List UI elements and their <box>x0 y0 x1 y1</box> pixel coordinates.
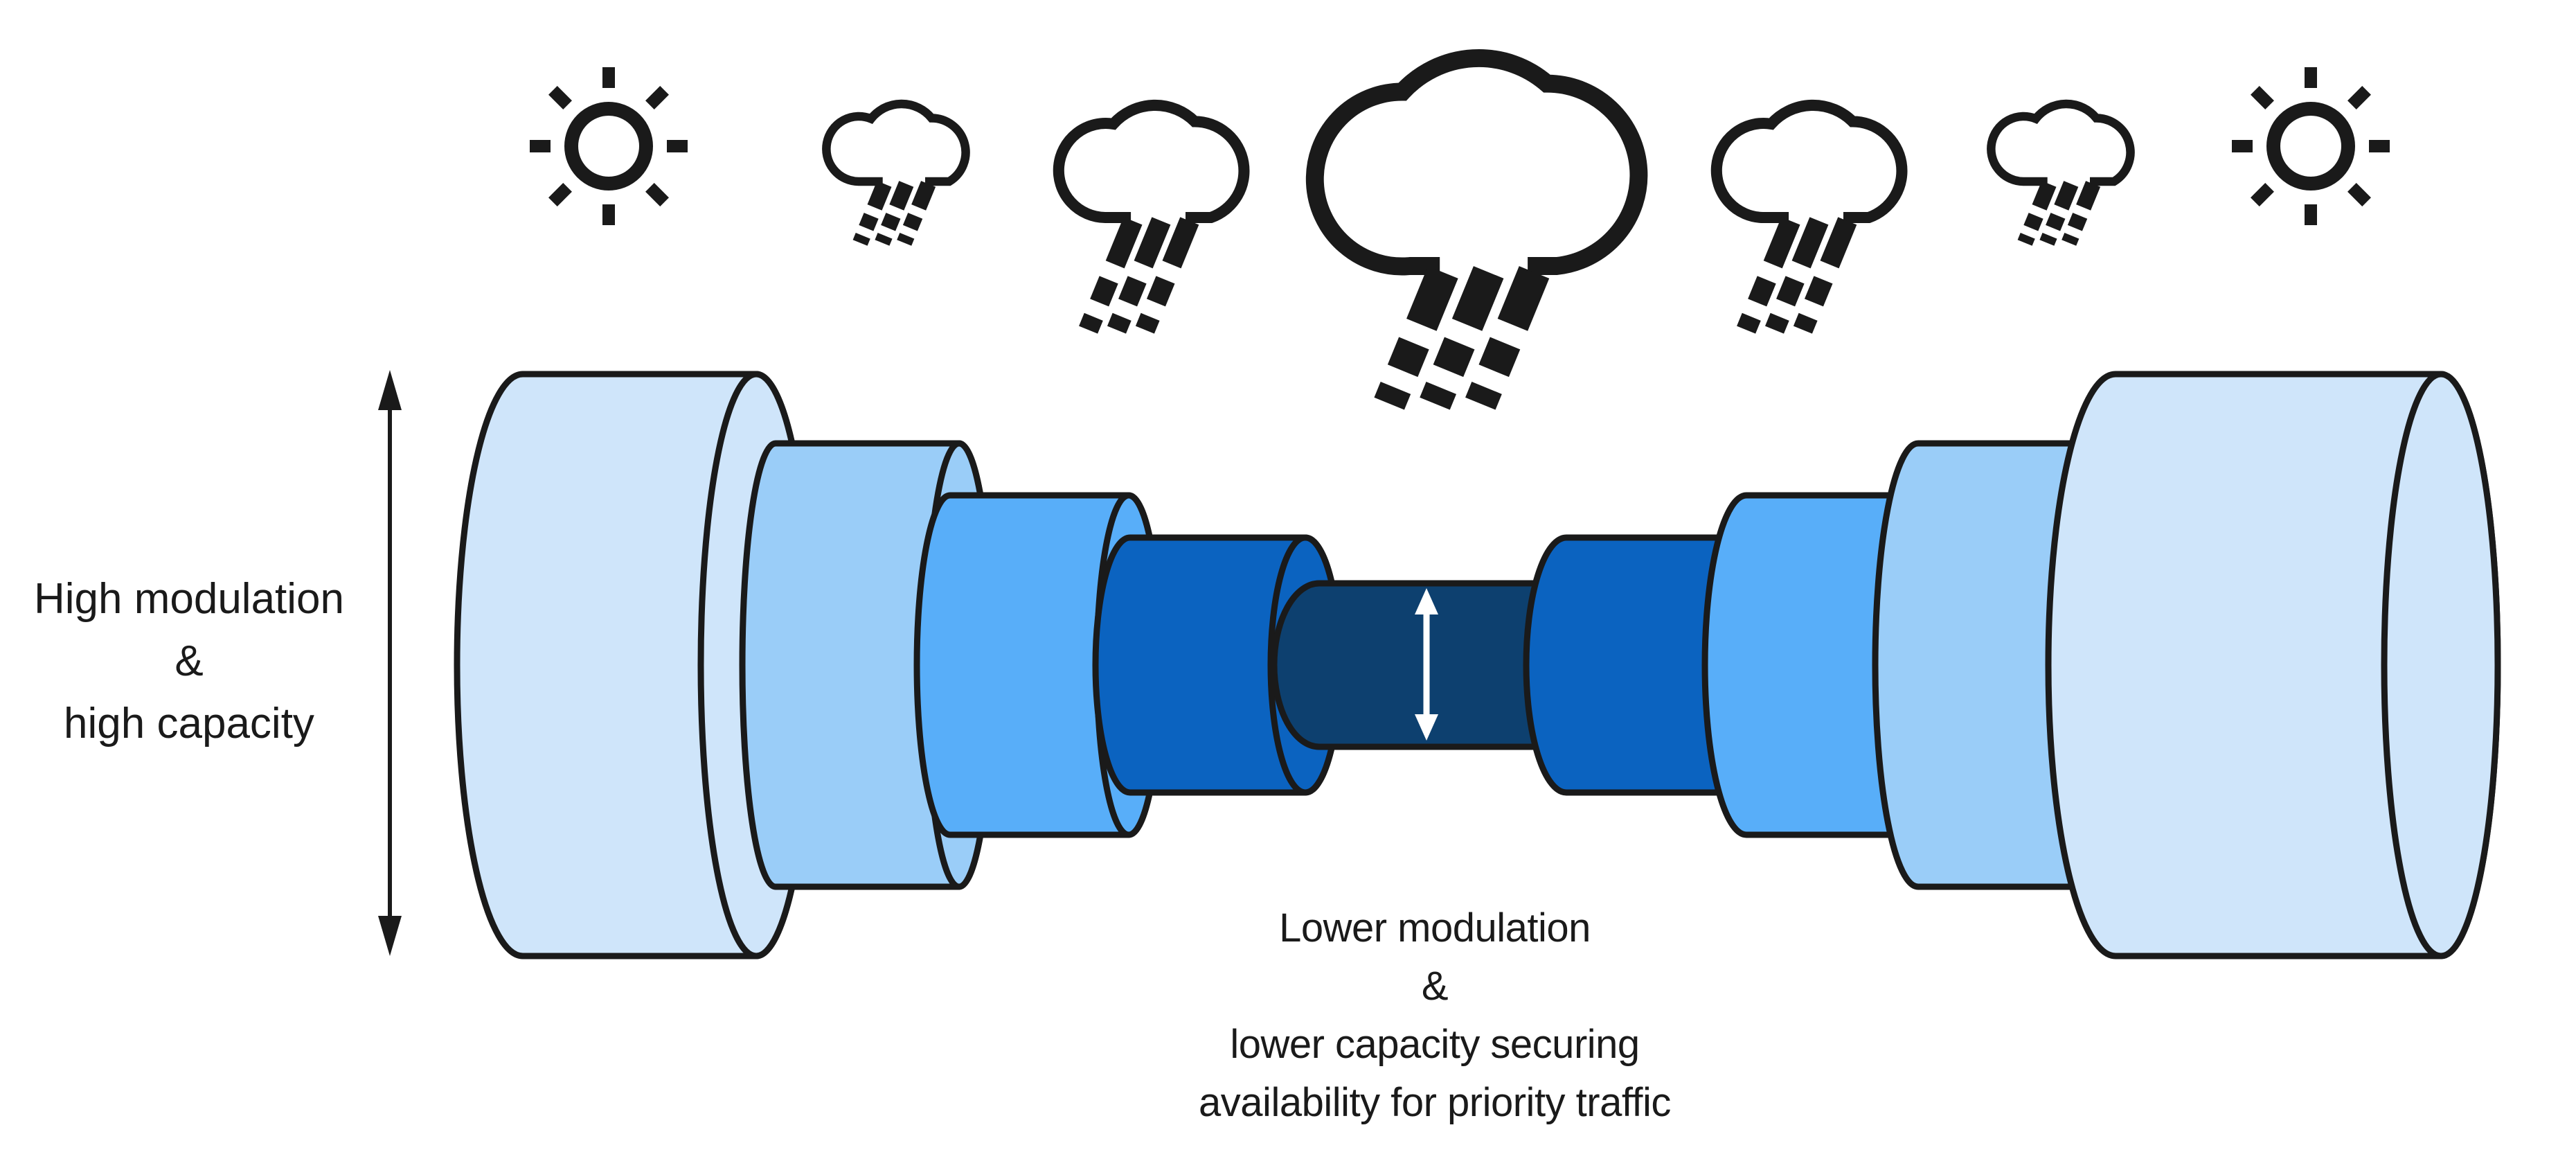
rain-icon <box>1374 266 1458 410</box>
cloud-outline <box>1305 49 1648 276</box>
rain-cloud-large-icon <box>1305 49 1648 410</box>
sun-ray <box>2347 183 2371 206</box>
rain-icon <box>2039 181 2079 246</box>
sun-ray <box>2251 86 2274 109</box>
label-line: & <box>1421 964 1449 1009</box>
sun-core <box>2266 102 2355 191</box>
capacity-range-arrow <box>378 370 402 956</box>
rain-cloud-medium-icon <box>1710 99 1908 334</box>
sun-icon <box>530 67 688 225</box>
sun-ray <box>2347 86 2371 109</box>
label-line: Lower modulation <box>1279 905 1591 950</box>
label-line: high capacity <box>64 700 314 748</box>
arrow-head-down <box>378 916 402 956</box>
rain-icon <box>852 181 892 246</box>
rain-icon <box>1764 217 1829 334</box>
rain-icon <box>1793 217 1857 334</box>
rain-icon <box>1107 217 1171 334</box>
cloud-outline <box>1053 99 1250 224</box>
label-line: High modulation <box>33 575 345 623</box>
rain-icon <box>1079 217 1143 334</box>
sun-ray <box>2251 183 2274 206</box>
rain-cloud-small-icon <box>1987 99 2135 246</box>
cloud-outline <box>1987 99 2135 186</box>
sun-ray <box>548 86 572 109</box>
label-line: availability for priority traffic <box>1199 1080 1671 1125</box>
sun-icon <box>2232 67 2390 225</box>
sun-ray <box>645 86 669 109</box>
cloud-outline <box>1710 99 1908 224</box>
cloud-outline <box>822 99 970 186</box>
lower-modulation-label: Lower modulation & lower capacity securi… <box>1106 899 1764 1132</box>
arrow-head-up <box>378 370 402 410</box>
cylinder-cap <box>2381 371 2501 959</box>
sun-core <box>564 102 653 191</box>
cylinder-lightest <box>2045 371 2501 959</box>
rain-cloud-small-icon <box>822 99 970 246</box>
rain-icon <box>1135 217 1199 334</box>
rain-icon <box>1465 266 1550 410</box>
rain-icon <box>1737 217 1800 334</box>
rain-icon <box>897 181 936 246</box>
arrow-head-down <box>1415 714 1438 741</box>
label-line: lower capacity securing <box>1230 1022 1640 1067</box>
cylinder-stack <box>454 371 2501 959</box>
reduced-capacity-arrow <box>1415 588 1438 741</box>
arrow-head-up <box>1415 588 1438 614</box>
sun-ray <box>548 183 572 206</box>
high-modulation-label: High modulation & high capacity <box>0 568 378 755</box>
label-line: & <box>175 637 204 685</box>
rain-icon <box>2017 181 2057 246</box>
sun-ray <box>645 183 669 206</box>
rain-icon <box>875 181 914 246</box>
rain-cloud-medium-icon <box>1053 99 1250 334</box>
rain-icon <box>1420 266 1504 410</box>
rain-icon <box>2061 181 2101 246</box>
